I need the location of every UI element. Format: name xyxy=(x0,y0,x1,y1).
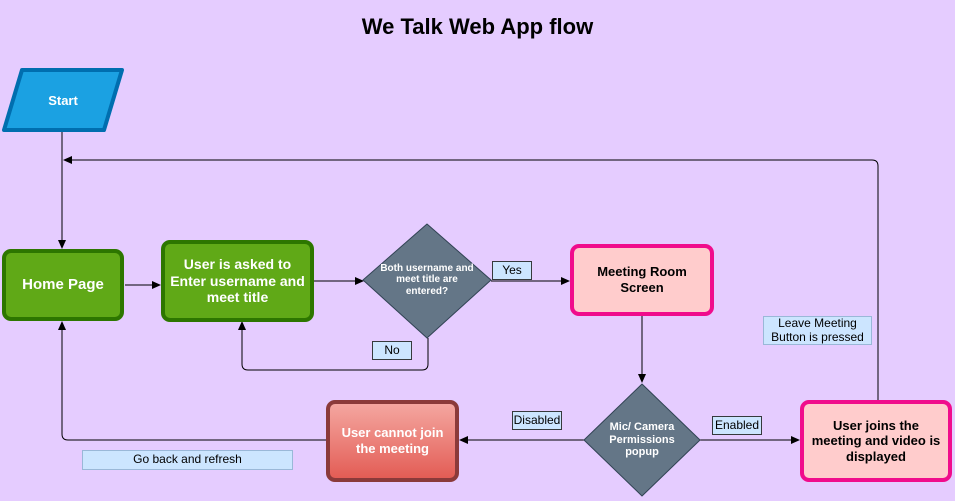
meeting-room-node: Meeting Room Screen xyxy=(570,244,714,316)
home-page-label: Home Page xyxy=(22,276,104,293)
enabled-label: Enabled xyxy=(712,416,762,435)
edge-leave-to-home xyxy=(63,156,879,400)
start-label: Start xyxy=(48,93,78,108)
home-page-node: Home Page xyxy=(2,249,124,321)
no-label: No xyxy=(372,341,412,360)
decision-entered-shape xyxy=(362,223,492,339)
cannot-join-label: User cannot join the meeting xyxy=(341,425,444,456)
page-title: We Talk Web App flow xyxy=(361,14,594,39)
yes-label: Yes xyxy=(492,261,532,280)
decision-permissions-label: Mic/ Camera Permissions popup xyxy=(609,421,675,459)
start-shape xyxy=(2,68,124,132)
meeting-room-label: Meeting Room Screen xyxy=(597,264,687,295)
joins-meeting-label: User joins the meeting and video is disp… xyxy=(811,417,941,464)
leave-meeting-label: Leave Meeting Button is pressed xyxy=(763,316,872,345)
edge-cannot-join-to-home xyxy=(58,321,326,441)
cannot-join-node: User cannot join the meeting xyxy=(326,400,459,482)
go-back-label: Go back and refresh xyxy=(82,450,293,470)
decision-entered-label: Both username and meet title are entered… xyxy=(380,262,474,297)
disabled-label: Disabled xyxy=(512,411,562,430)
decision-permissions-shape xyxy=(583,383,701,497)
enter-details-node: User is asked to Enter username and meet… xyxy=(161,240,314,322)
joins-meeting-node: User joins the meeting and video is disp… xyxy=(800,400,952,482)
enter-details-label: User is asked to Enter username and meet… xyxy=(170,255,305,306)
edge-decision-no xyxy=(238,321,429,371)
